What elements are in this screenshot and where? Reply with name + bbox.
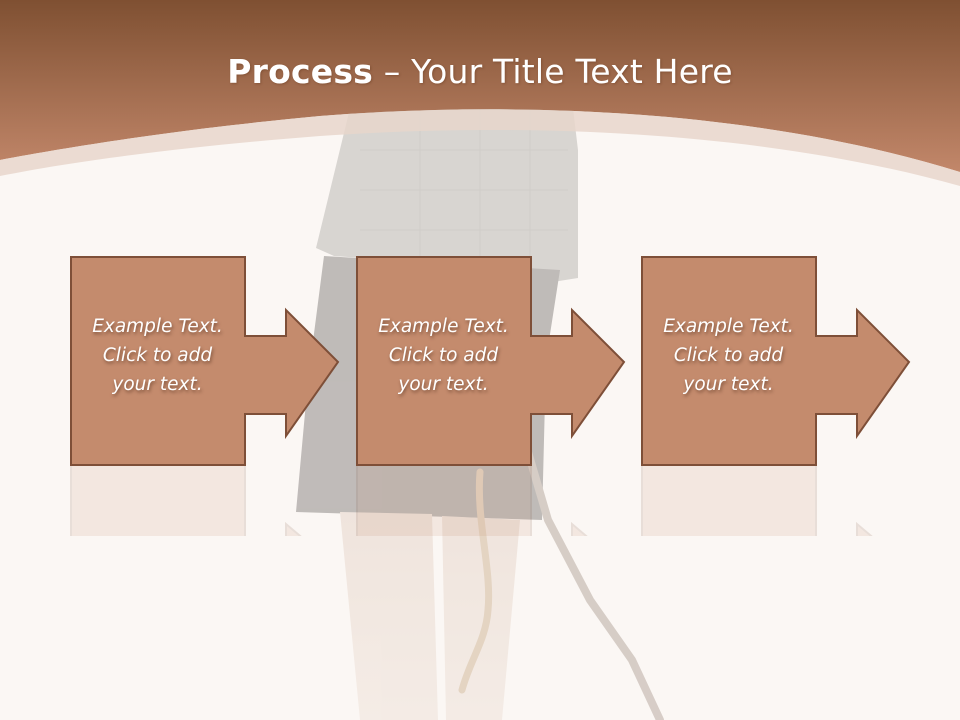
step-3-text[interactable]: Example Text. Click to add your text. [641, 312, 816, 399]
step-text-line: Example Text. [663, 316, 794, 337]
step-text-line: Click to add [388, 345, 499, 366]
process-step-3[interactable]: Example Text. Click to add your text. [641, 256, 960, 536]
arrow-box-shape [356, 256, 626, 536]
arrow-box-shape [641, 256, 911, 536]
step-text-line: your text. [112, 374, 203, 395]
arrow-box-shape [70, 256, 340, 536]
step-text-line: Click to add [673, 345, 784, 366]
step-1-text[interactable]: Example Text. Click to add your text. [70, 312, 245, 399]
step-text-line: Example Text. [378, 316, 509, 337]
step-text-line: your text. [683, 374, 774, 395]
title-rest: – Your Title Text Here [373, 52, 733, 91]
title-bold: Process [227, 52, 374, 91]
slide-title[interactable]: Process – Your Title Text Here [0, 52, 960, 91]
step-text-line: your text. [398, 374, 489, 395]
step-2-text[interactable]: Example Text. Click to add your text. [356, 312, 531, 399]
header-swoosh [0, 109, 960, 186]
process-step-2[interactable]: Example Text. Click to add your text. [356, 256, 701, 536]
process-step-1[interactable]: Example Text. Click to add your text. [70, 256, 415, 536]
step-text-line: Example Text. [92, 316, 223, 337]
header-band [0, 0, 960, 172]
step-text-line: Click to add [102, 345, 213, 366]
